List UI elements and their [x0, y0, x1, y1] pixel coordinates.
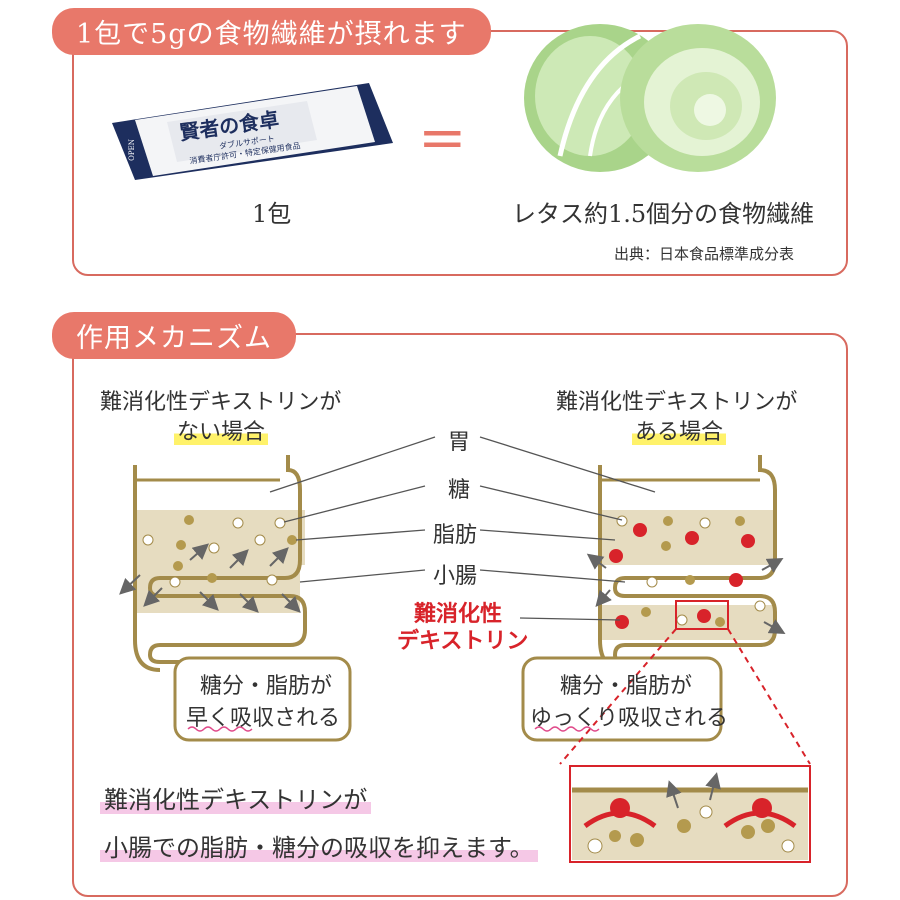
- summary-line1: 難消化性デキストリンが: [100, 780, 372, 815]
- right-heading-line1: 難消化性デキストリンが: [556, 390, 798, 415]
- mechanism-panel-title: 作用メカニズム: [52, 312, 296, 359]
- packet-image: 賢者の食卓 ダブルサポート 消費者庁許可・特定保健用食品 OPEN: [107, 80, 395, 182]
- equals-sign: =: [418, 103, 467, 171]
- smile-molecule-icon: [610, 798, 630, 818]
- left-intestine: [133, 455, 307, 672]
- fiber-panel-title: 1包で5gの食物繊維が摂れます: [52, 8, 491, 55]
- source-note: 出典：日本食品標準成分表: [614, 245, 795, 263]
- label-sugar: 糖: [448, 478, 471, 503]
- left-bubble: [173, 656, 352, 742]
- right-bubble-line1: 糖分・脂肪が: [560, 674, 693, 699]
- left-bubble-line1: 糖分・脂肪が: [200, 674, 333, 699]
- right-intestine: [598, 455, 777, 672]
- label-stomach: 胃: [448, 430, 471, 455]
- left-bubble-line2: 早く吸収される: [186, 706, 341, 731]
- label-dextrin-line1: 難消化性: [414, 601, 503, 627]
- leader-lines: [269, 436, 656, 621]
- packet-caption: 1包: [252, 200, 292, 228]
- lettuce-image: [520, 6, 780, 186]
- right-heading-line2: ある場合: [632, 414, 727, 446]
- squiggle-left: [187, 726, 253, 732]
- right-arrows: [586, 553, 786, 634]
- lettuce-caption: レタス約1.5個分の食物繊維: [512, 200, 815, 228]
- label-fat: 脂肪: [433, 523, 478, 548]
- left-heading-line2: ない場合: [174, 414, 269, 446]
- label-small-intestine: 小腸: [433, 564, 478, 589]
- zoom-box: [569, 765, 811, 863]
- left-arrows: [119, 543, 301, 613]
- squiggle-right: [534, 726, 600, 732]
- right-bubble-line2: ゆっくり吸収される: [530, 706, 729, 731]
- zoom-lines: [559, 628, 811, 765]
- left-heading-line1: 難消化性デキストリンが: [100, 390, 342, 415]
- right-bubble: [521, 656, 723, 742]
- label-dextrin-line2: デキストリン: [397, 628, 529, 654]
- summary-line2: 小腸での脂肪・糖分の吸収を抑えます。: [100, 828, 538, 863]
